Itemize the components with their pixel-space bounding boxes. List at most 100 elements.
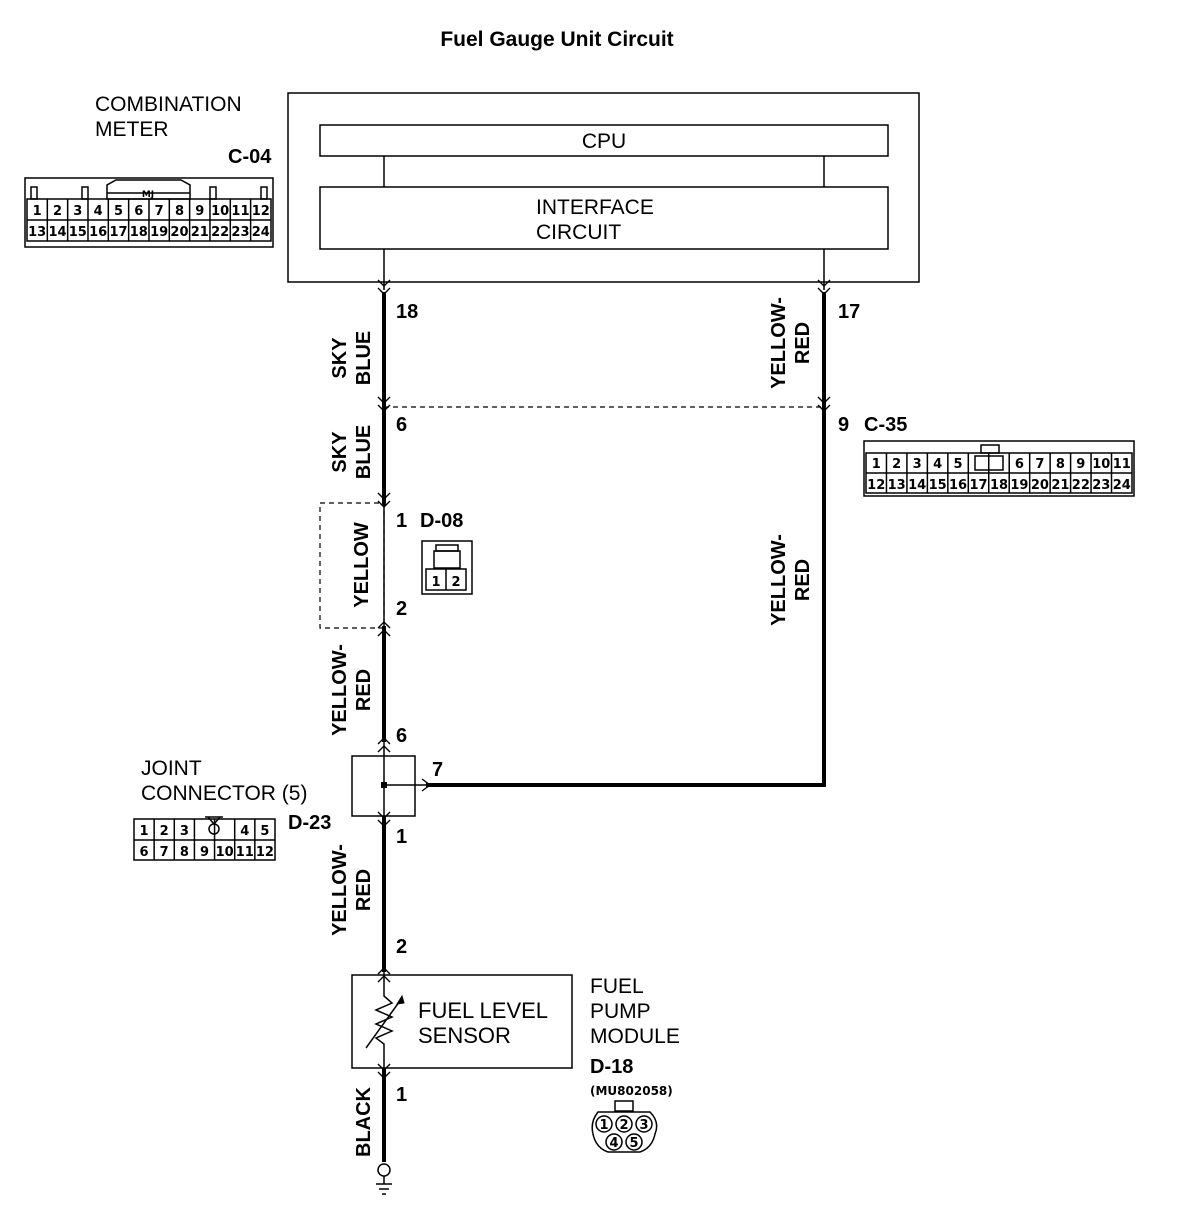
c35-pin-18: 18 (990, 478, 1008, 493)
wire-label-sky-blue-1a: SKY (329, 337, 351, 379)
fuel-level-sensor-box (351, 974, 573, 1069)
crimp-mark (817, 279, 831, 287)
d23-pin-8: 8 (180, 845, 189, 860)
d23-pin-6: 6 (140, 845, 149, 860)
crimp-mark (421, 778, 432, 792)
c04-pin-18: 18 (130, 225, 148, 240)
crimp-mark (377, 279, 391, 287)
wire-label-sky-blue-2b: BLUE (353, 425, 375, 479)
d08-connector-face: 1 2 (421, 540, 473, 595)
c35-pin-9: 9 (1076, 457, 1085, 472)
c04-pin-19: 19 (150, 225, 168, 240)
c04-pin-1: 1 (33, 204, 42, 219)
d08-connector-id: D-08 (420, 510, 463, 532)
crimp-mark (817, 396, 831, 404)
c04-pin-5: 5 (114, 204, 123, 219)
interface-label-line2: CIRCUIT (536, 221, 621, 244)
c35-pin-7: 7 (1035, 457, 1044, 472)
crimp-mark (377, 396, 391, 404)
crimp-mark (377, 975, 391, 983)
c04-connector-tag: MJ (142, 190, 154, 200)
c04-pin-17: 17 (109, 225, 127, 240)
d18-part-number: (MU802058) (590, 1084, 673, 1098)
meter-label-line1: COMBINATION (95, 93, 242, 116)
wire-label-yellow-red-r1b: RED (792, 322, 814, 364)
interface-label-line1: INTERFACE (536, 196, 654, 219)
pin-c35-9: 9 (838, 414, 849, 436)
wire-label-yellow-red-4a: YELLOW- (329, 844, 351, 936)
pin-joint-6: 6 (396, 725, 407, 747)
c35-pin-4: 4 (933, 457, 942, 472)
c35-pin-21: 21 (1051, 478, 1069, 493)
c04-pin-4: 4 (94, 204, 103, 219)
c35-pin-19: 19 (1010, 478, 1028, 493)
pin-sensor-1: 1 (396, 1084, 407, 1106)
meter-label-line2: METER (95, 118, 169, 141)
pin-meter-18: 18 (396, 301, 418, 323)
connector-crimp-marks (377, 279, 831, 1079)
c35-pin-22: 22 (1072, 478, 1090, 493)
c35-pin-12: 12 (867, 478, 885, 493)
c04-pin-13: 13 (28, 225, 46, 240)
crimp-mark (377, 819, 391, 827)
c35-pin-20: 20 (1031, 478, 1049, 493)
c35-pin-1: 1 (872, 457, 881, 472)
c04-pin-10: 10 (211, 204, 229, 219)
pin-sensor-2: 2 (396, 936, 407, 958)
variable-resistor-symbol (365, 972, 405, 1068)
c04-pin-2: 2 (53, 204, 62, 219)
wire-label-yellow-red-r2b: RED (792, 559, 814, 601)
c04-pin-6: 6 (134, 204, 143, 219)
cpu-box (319, 124, 889, 157)
c35-pin-17: 17 (969, 478, 987, 493)
c35-pin-13: 13 (888, 478, 906, 493)
d23-pin-3: 3 (180, 824, 189, 839)
c35-connector-id: C-35 (864, 414, 907, 436)
crimp-mark (377, 621, 391, 629)
d18-connector-face: 1 2 3 4 5 (591, 1100, 658, 1153)
wire-label-yellow-red-3b: RED (353, 669, 375, 711)
c04-connector-id: C-04 (228, 146, 272, 168)
crimp-mark (377, 737, 391, 745)
d18-pin-3: 3 (639, 1118, 648, 1133)
c04-pin-22: 22 (211, 225, 229, 240)
crimp-mark (817, 287, 831, 295)
c35-pin-23: 23 (1092, 478, 1110, 493)
crimp-mark (377, 500, 391, 508)
c04-pin-16: 16 (89, 225, 107, 240)
c35-pin-8: 8 (1056, 457, 1065, 472)
interface-circuit-box (319, 186, 889, 250)
diagram-title: Fuel Gauge Unit Circuit (440, 28, 673, 51)
d23-pin-2: 2 (160, 824, 169, 839)
ground-icon (376, 1163, 392, 1195)
crimp-mark (377, 811, 391, 819)
c04-pin-8: 8 (175, 204, 184, 219)
crimp-mark (377, 492, 391, 500)
c35-pin-10: 10 (1092, 457, 1110, 472)
d23-pin-9: 9 (200, 845, 209, 860)
pump-label-line1: FUEL (590, 975, 644, 998)
d08-pin-1: 1 (431, 575, 440, 590)
d23-pin-10: 10 (216, 845, 234, 860)
d23-pin-7: 7 (160, 845, 169, 860)
d23-pin-1: 1 (140, 824, 149, 839)
c35-pin-24: 24 (1113, 478, 1131, 493)
crimp-mark (377, 1063, 391, 1071)
c04-pin-9: 9 (195, 204, 204, 219)
c04-pin-15: 15 (69, 225, 87, 240)
d23-pin-11: 11 (236, 845, 254, 860)
wire-label-sky-blue-2a: SKY (329, 431, 351, 473)
pin-joint-7: 7 (432, 759, 443, 781)
wire-label-yellow-red-r1a: YELLOW- (768, 297, 790, 389)
pin-d08-2: 2 (396, 598, 407, 620)
pump-label-line3: MODULE (590, 1025, 680, 1048)
crimp-mark (377, 1071, 391, 1079)
c04-pin-11: 11 (231, 204, 249, 219)
wire-label-yellow-red-3a: YELLOW- (329, 644, 351, 736)
ground-wire-label: BLACK (353, 1086, 375, 1157)
pin-c35-6: 6 (396, 414, 407, 436)
